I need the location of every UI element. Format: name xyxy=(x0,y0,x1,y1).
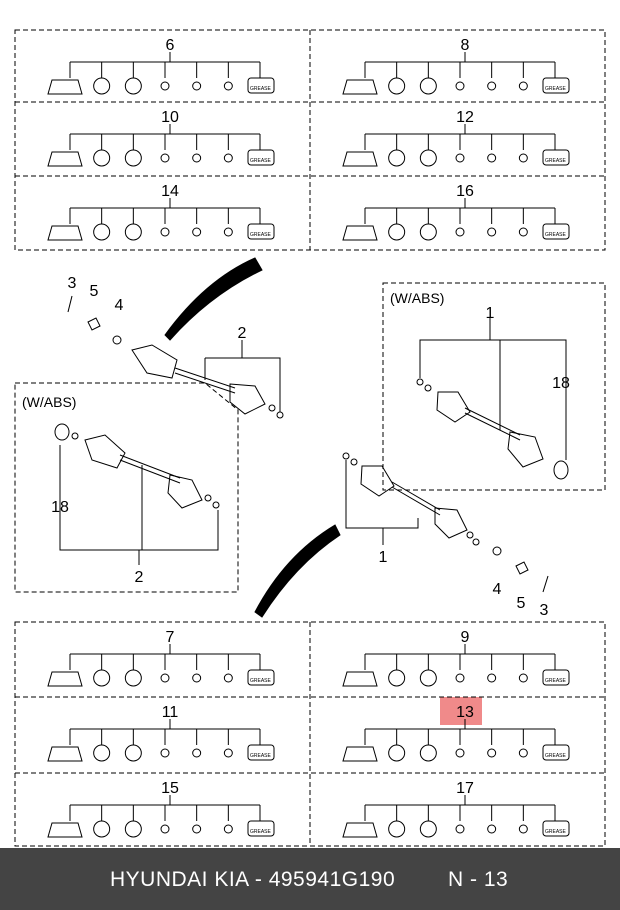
callout-11: 11 xyxy=(162,704,179,721)
callout-16: 16 xyxy=(456,183,474,200)
kit-cell-14 xyxy=(47,198,275,241)
svg-text:GREASE: GREASE xyxy=(250,86,272,92)
sweep-arrow-bottom xyxy=(254,524,341,618)
kit-cell-17 xyxy=(342,795,570,838)
callout-14: 14 xyxy=(161,183,179,200)
callout-8: 8 xyxy=(461,37,470,54)
svg-text:GREASE: GREASE xyxy=(545,753,567,759)
svg-text:GREASE: GREASE xyxy=(545,158,567,164)
kit-cell-11 xyxy=(47,719,275,762)
abs-label-left: (W/ABS) xyxy=(22,394,76,410)
kit-cell-15 xyxy=(47,795,275,838)
callout-15: 15 xyxy=(161,780,179,797)
footer-part-number: HYUNDAI KIA - 495941G190 xyxy=(110,868,396,891)
callout-1-bottom: 1 xyxy=(379,549,388,566)
callout-2-bottom: 2 xyxy=(135,569,144,586)
callout-7: 7 xyxy=(166,629,175,646)
svg-text:GREASE: GREASE xyxy=(250,829,272,835)
svg-text:GREASE: GREASE xyxy=(250,232,272,238)
kit-cell-7 xyxy=(47,644,275,687)
abs-box-left xyxy=(14,382,239,593)
right-drive-shaft xyxy=(342,452,549,593)
callout-5-right: 5 xyxy=(517,595,526,612)
callout-6: 6 xyxy=(166,37,175,54)
footer-bar: HYUNDAI KIA - 495941G190 N - 13 xyxy=(0,848,620,910)
svg-text:GREASE: GREASE xyxy=(545,678,567,684)
callout-9: 9 xyxy=(461,629,470,646)
left-abs-shaft xyxy=(54,423,220,565)
kit-cell-9 xyxy=(342,644,570,687)
kit-cell-8 xyxy=(342,52,570,95)
svg-text:GREASE: GREASE xyxy=(545,232,567,238)
right-abs-shaft xyxy=(416,318,569,480)
footer-page-ref: N - 13 xyxy=(448,868,509,891)
callout-12: 12 xyxy=(456,109,474,126)
highlight-13 xyxy=(440,697,482,725)
kit-cell-12 xyxy=(342,124,570,167)
callout-5-left: 5 xyxy=(90,283,99,300)
kit-cell-13 xyxy=(342,719,570,762)
bottom-kit-grid xyxy=(14,621,606,847)
callout-18-left: 18 xyxy=(51,499,69,516)
svg-text:GREASE: GREASE xyxy=(250,678,272,684)
sweep-arrow-top xyxy=(164,257,263,341)
callout-18-right: 18 xyxy=(552,375,570,392)
callout-10: 10 xyxy=(161,109,179,126)
callout-3-right: 3 xyxy=(540,602,549,619)
kit-cell-10 xyxy=(47,124,275,167)
callout-17: 17 xyxy=(456,780,474,797)
kit-cell-6 xyxy=(47,52,275,95)
kit-cell-16 xyxy=(342,198,570,241)
callout-1-top: 1 xyxy=(486,305,495,322)
svg-text:GREASE: GREASE xyxy=(250,158,272,164)
svg-text:GREASE: GREASE xyxy=(545,86,567,92)
svg-text:GREASE: GREASE xyxy=(250,753,272,759)
callout-2-top: 2 xyxy=(238,325,247,342)
abs-label-right: (W/ABS) xyxy=(390,290,444,306)
callout-3-left: 3 xyxy=(68,275,77,292)
callout-4-left: 4 xyxy=(115,297,124,314)
left-drive-shaft xyxy=(67,295,284,419)
abs-box-right xyxy=(382,282,606,491)
callout-4-right: 4 xyxy=(493,581,502,598)
top-kit-grid xyxy=(14,29,606,251)
callout-13: 13 xyxy=(456,704,474,721)
svg-text:GREASE: GREASE xyxy=(545,829,567,835)
